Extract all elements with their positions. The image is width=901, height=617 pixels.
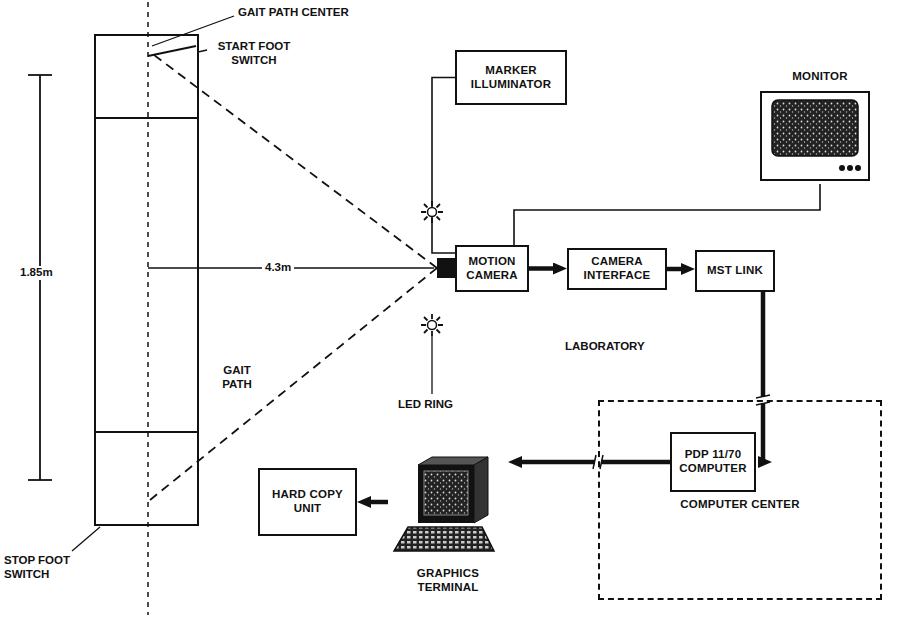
foot-switch-line	[96, 117, 197, 119]
link-box: MST LINK	[695, 250, 775, 292]
field-of-view	[150, 268, 437, 500]
data-arrow	[365, 500, 388, 505]
gait-walkway	[95, 35, 198, 525]
node-label: MARKER ILLUMINATOR	[461, 64, 561, 92]
node-label: MONITOR	[758, 70, 882, 84]
callout-label: START FOOT SWITCH	[208, 40, 300, 68]
data-arrow	[667, 267, 687, 272]
led-ring-symbol	[421, 314, 443, 336]
camera-lens	[437, 258, 455, 278]
illumination-cable	[432, 78, 455, 254]
camera-box: MOTION CAMERA	[455, 245, 529, 292]
video-cable	[514, 184, 820, 245]
data-arrow	[516, 460, 670, 465]
leader-line	[431, 336, 432, 394]
terminal-drawing	[388, 455, 500, 557]
leader-line	[198, 50, 207, 52]
dimension-label: 1.85m	[17, 266, 56, 280]
data-arrow	[763, 292, 764, 462]
dimension-tick	[28, 479, 52, 481]
computer-box: PDP 11/70 COMPUTER	[670, 432, 756, 492]
node-label: COMPUTER CENTER	[600, 498, 880, 512]
interface-box: CAMERA INTERFACE	[567, 248, 667, 290]
node-label: GRAPHICS TERMINAL	[388, 567, 508, 595]
callout-label: STOP FOOT SWITCH	[4, 554, 88, 582]
node-label: HARD COPY UNIT	[264, 488, 351, 516]
region-label: LABORATORY	[565, 340, 675, 354]
led-ring-symbol	[421, 201, 443, 223]
callout-label: LED RING	[398, 398, 478, 412]
illuminator-box: MARKER ILLUMINATOR	[455, 50, 567, 105]
data-arrow	[529, 266, 559, 271]
leader-line	[72, 527, 100, 551]
hard-copy-box: HARD COPY UNIT	[258, 468, 357, 536]
field-of-view	[150, 52, 437, 268]
callout-label: GAIT PATH	[210, 364, 264, 392]
monitor: MONITOR	[758, 70, 882, 184]
start-foot-switch	[148, 46, 196, 56]
graphics-terminal: GRAPHICS TERMINAL	[388, 455, 508, 595]
callout-label: GAIT PATH CENTER	[238, 6, 378, 20]
node-label: PDP 11/70 COMPUTER	[676, 448, 750, 476]
node-label: MOTION CAMERA	[461, 255, 523, 283]
computer-center-region: COMPUTER CENTER PDP 11/70 COMPUTER	[598, 400, 882, 600]
monitor-drawing	[758, 90, 874, 184]
node-label: CAMERA INTERFACE	[573, 255, 661, 283]
dimension-label: 4.3m	[262, 261, 294, 275]
dimension-tick	[28, 74, 52, 76]
center-line	[147, 2, 149, 615]
stop-foot-switch	[96, 431, 197, 433]
node-label: MST LINK	[707, 264, 763, 278]
